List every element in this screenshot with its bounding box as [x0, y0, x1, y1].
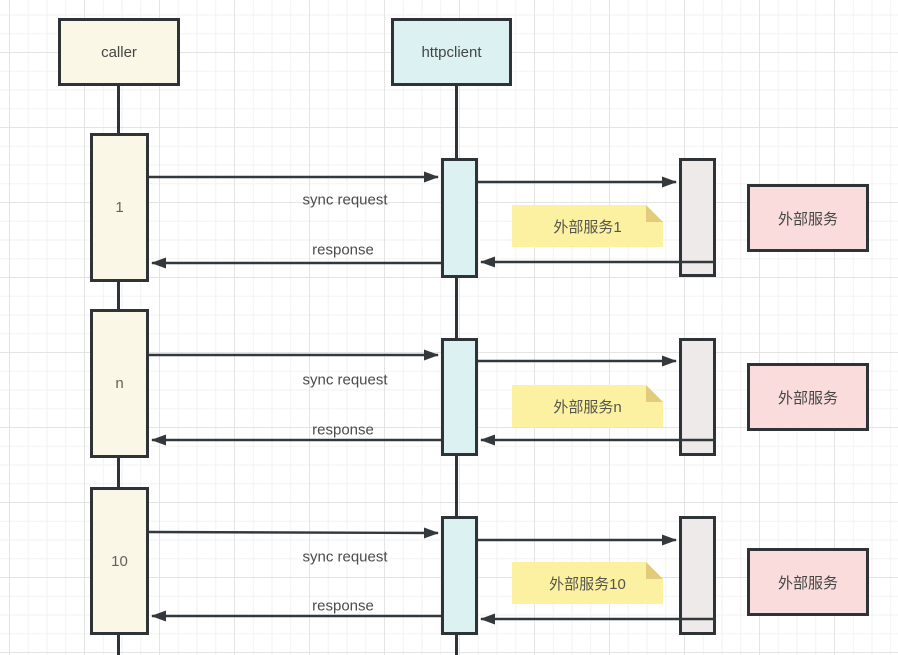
note-1-label: 外部服务1: [553, 218, 622, 236]
note-2-label: 外部服务n: [553, 398, 622, 416]
external-activation-3[interactable]: [679, 516, 716, 635]
response-label-1: response: [312, 241, 374, 259]
note-2-folded-corner-icon: [646, 385, 663, 402]
response-label-3: response: [312, 597, 374, 615]
actor-caller-label: caller: [101, 43, 137, 61]
actor-httpclient-label: httpclient: [421, 43, 482, 61]
caller-activation-1-label: 1: [115, 199, 124, 216]
sync-request-label-3: sync request: [302, 548, 388, 566]
caller-activation-1[interactable]: 1: [90, 133, 149, 282]
external-activation-2[interactable]: [679, 338, 716, 456]
actor-httpclient-box[interactable]: httpclient: [391, 18, 512, 86]
service-box-1[interactable]: 外部服务: [747, 184, 869, 252]
httpclient-activation-2[interactable]: [441, 338, 478, 456]
sync-request-label-2: sync request: [302, 371, 388, 389]
service-box-1-label: 外部服务: [777, 210, 838, 228]
response-arrow-1[interactable]: [151, 256, 716, 269]
service-box-2[interactable]: 外部服务: [747, 363, 869, 431]
response-label-2: response: [312, 421, 374, 439]
caller-activation-2[interactable]: n: [90, 309, 149, 458]
note-3-label: 外部服务10: [549, 575, 626, 593]
note-3-folded-corner-icon: [646, 562, 663, 579]
response-arrow-3[interactable]: [151, 610, 716, 625]
note-1-folded-corner-icon: [646, 205, 663, 222]
service-box-2-label: 外部服务: [777, 389, 838, 407]
external-activation-1[interactable]: [679, 158, 716, 277]
caller-activation-3[interactable]: 10: [90, 487, 149, 635]
sync-request-arrow-1[interactable]: [149, 171, 677, 188]
note-3[interactable]: 外部服务10: [512, 562, 663, 604]
sync-request-label-1: sync request: [302, 191, 388, 209]
note-2[interactable]: 外部服务n: [512, 385, 663, 427]
httpclient-activation-3[interactable]: [441, 516, 478, 635]
caller-activation-3-label: 10: [111, 552, 128, 570]
note-1[interactable]: 外部服务1: [512, 205, 663, 247]
service-box-3-label: 外部服务: [777, 574, 838, 592]
httpclient-activation-1[interactable]: [441, 158, 478, 278]
caller-activation-2-label: n: [115, 375, 124, 392]
service-box-3[interactable]: 外部服务: [747, 548, 869, 616]
sync-request-arrow-2[interactable]: [149, 349, 677, 367]
sync-request-arrow-3[interactable]: [148, 527, 677, 546]
actor-caller-box[interactable]: caller: [58, 18, 180, 86]
